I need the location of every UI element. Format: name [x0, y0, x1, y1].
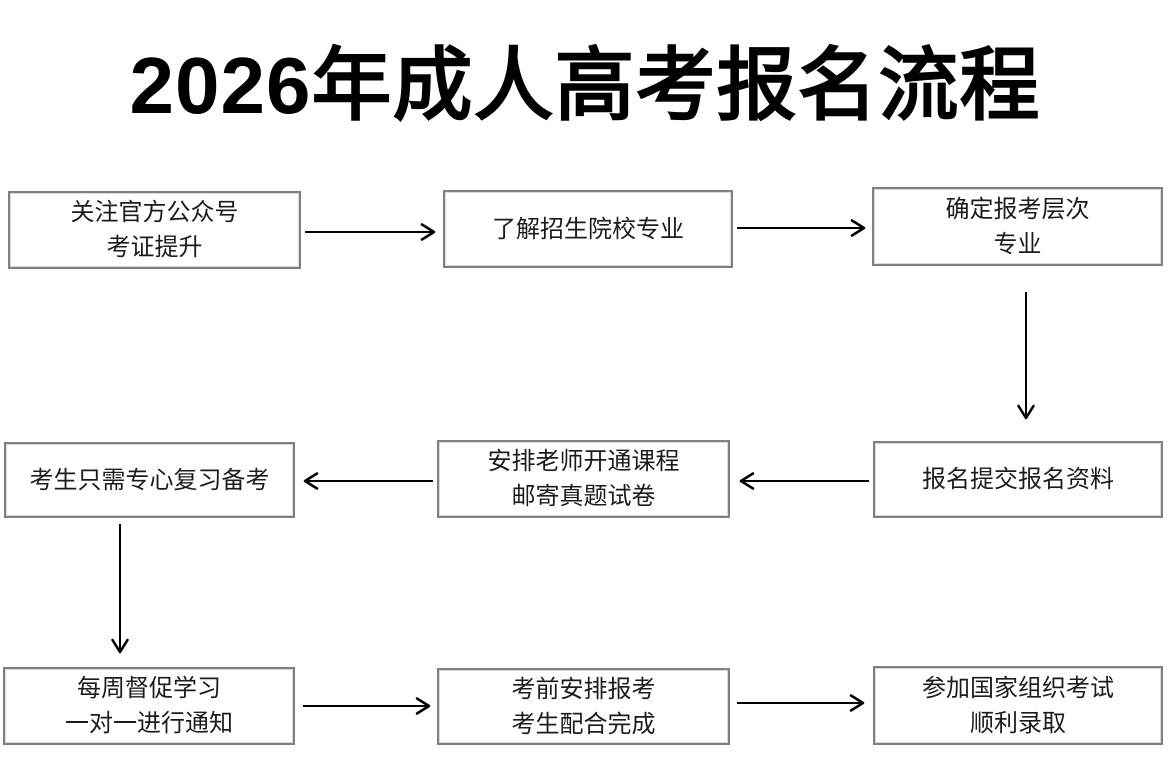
flow-node-text: 了解招生院校专业 [492, 215, 684, 243]
flow-node-text: 考证提升 [106, 234, 203, 261]
page-title: 2026年成人高考报名流程 [129, 41, 1041, 130]
flow-node-text: 报名提交报名资料 [922, 466, 1114, 493]
flow-node-text: 参加国家组织考试 [922, 674, 1114, 702]
flow-node-text: 专业 [993, 230, 1042, 258]
flow-node-weekly-supervision: 每周督促学习 一对一进行通知 [3, 667, 295, 745]
flow-node-text: 考前安排报考 [511, 675, 656, 703]
flow-node-text: 确定报考层次 [945, 195, 1090, 223]
flow-node-focus-on-review: 考生只需专心复习备考 [4, 442, 295, 518]
flow-node-open-courses-mail-papers: 安排老师开通课程 邮寄真题试卷 [437, 440, 730, 518]
flow-node-confirm-level-major: 确定报考层次 专业 [872, 187, 1163, 266]
flow-node-text: 邮寄真题试卷 [511, 483, 656, 510]
flow-node-text: 考生配合完成 [511, 710, 656, 738]
flow-node-learn-schools-majors: 了解招生院校专业 [443, 190, 733, 268]
flow-node-text: 一对一进行通知 [65, 710, 233, 737]
flow-node-text: 安排老师开通课程 [487, 448, 680, 475]
flow-node-follow-official-account: 关注官方公众号 考证提升 [8, 191, 301, 269]
flow-node-submit-materials: 报名提交报名资料 [873, 441, 1163, 518]
flow-node-text: 关注官方公众号 [70, 199, 239, 226]
flow-node-take-exam-admission: 参加国家组织考试 顺利录取 [873, 666, 1163, 745]
flow-node-text: 每周督促学习 [77, 675, 221, 702]
flow-node-text: 考生只需专心复习备考 [29, 466, 270, 494]
flow-node-text: 顺利录取 [970, 709, 1066, 737]
flow-node-pre-exam-arrangement: 考前安排报考 考生配合完成 [437, 668, 730, 745]
